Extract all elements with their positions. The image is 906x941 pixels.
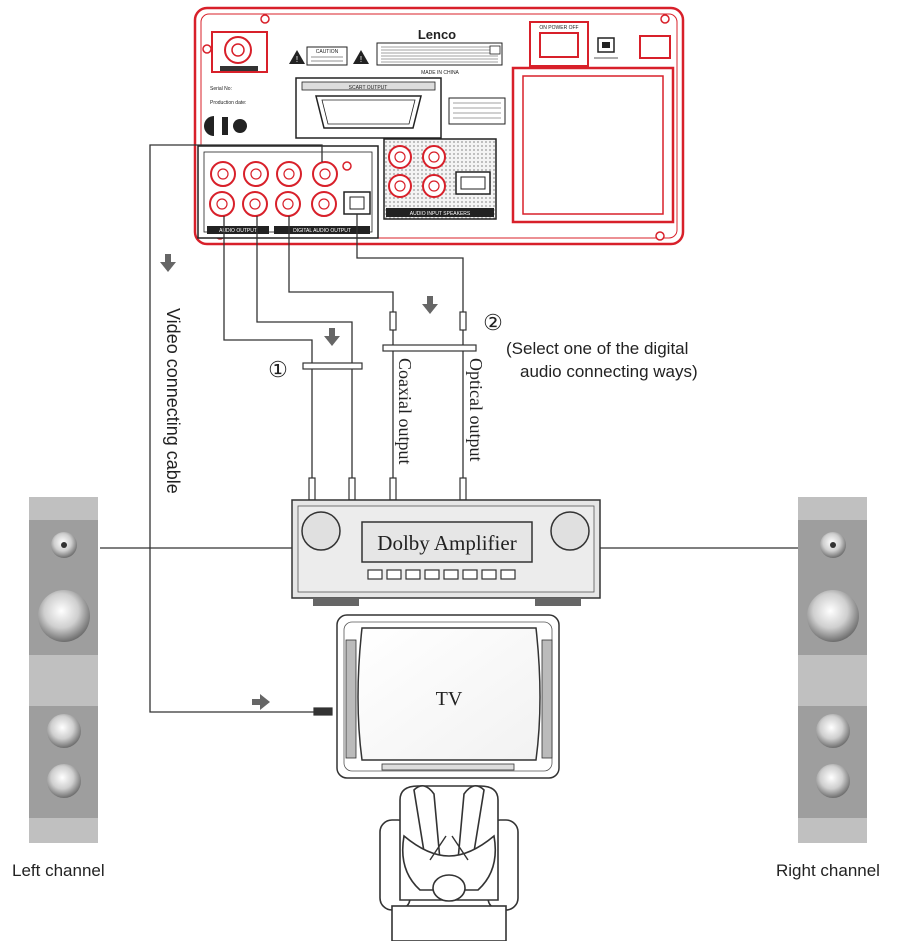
svg-text:!: !	[360, 55, 362, 64]
select-note-line2: audio connecting ways)	[520, 362, 698, 381]
down-arrow-icon	[324, 328, 340, 346]
cables	[100, 144, 798, 713]
marker-1: ①	[268, 357, 288, 382]
down-arrow-icon	[160, 254, 176, 272]
digital-audio-output-label: DIGITAL AUDIO OUTPUT	[293, 228, 351, 234]
made-in-label: MADE IN CHINA	[421, 70, 459, 76]
power-label: ON POWER OFF	[539, 25, 578, 31]
audio-output-label: AUDIO OUTPUT	[219, 228, 257, 234]
scart-output-label: SCART OUTPUT	[349, 85, 388, 91]
coaxial-output-label: Coaxial output	[395, 358, 415, 465]
serial-label: Serial No:	[210, 86, 232, 92]
viewer-in-chair	[379, 785, 519, 941]
marker-2: ②	[483, 310, 503, 335]
right-channel-label: Right channel	[776, 861, 880, 880]
cable-plugs	[308, 311, 467, 716]
rear-panel: ! CAUTION ! Lenco MADE IN CHINA ON POWER…	[193, 6, 685, 246]
right-speaker	[798, 497, 867, 843]
select-note-line1: (Select one of the digital	[506, 339, 688, 358]
left-channel-label: Left channel	[12, 861, 105, 880]
audio-input-speakers-label: AUDIO INPUT SPEAKERS	[410, 211, 471, 217]
tv-label: TV	[436, 688, 463, 710]
video-cable-label: Video connecting cable	[163, 308, 183, 494]
arrows	[160, 254, 438, 710]
svg-text:!: !	[296, 55, 298, 64]
optical-output-label: Optical output	[466, 358, 486, 461]
left-speaker	[29, 497, 98, 843]
production-date-label: Production date:	[210, 100, 246, 106]
television: TV	[336, 614, 560, 779]
down-arrow-icon	[422, 296, 438, 314]
right-arrow-icon	[252, 694, 270, 710]
cable-brackets	[302, 344, 477, 370]
brand-logo-text: Lenco	[418, 27, 456, 42]
caution-label: CAUTION	[316, 49, 339, 55]
amplifier-label: Dolby Amplifier	[377, 531, 516, 555]
dolby-amplifier: Dolby Amplifier	[291, 499, 601, 606]
